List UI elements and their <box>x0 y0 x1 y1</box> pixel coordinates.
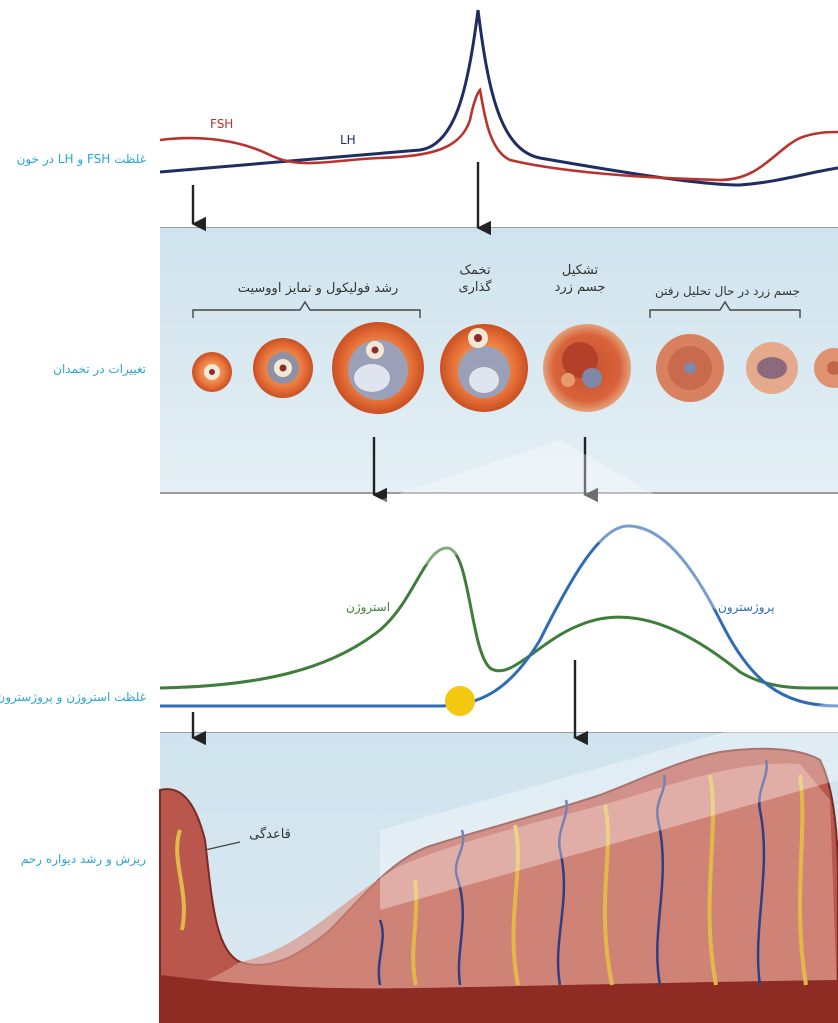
label-ovulation: تخمک گذاری <box>440 262 510 296</box>
corpus-luteum <box>543 324 631 412</box>
ovulating-follicle <box>440 324 528 412</box>
label-ovulation-line1: تخمک <box>440 262 510 279</box>
row-label-estrogen-progesterone: غلظت استروژن و پروژسترون <box>0 690 146 704</box>
primordial-follicle <box>192 352 232 392</box>
label-follicle-growth: رشد فولیکول و تمایز اووسیت <box>228 280 408 297</box>
label-ovulation-line2: گذاری <box>440 279 510 296</box>
estrogen-label: استروژن <box>346 600 390 614</box>
fsh-label: FSH <box>210 117 233 131</box>
progesterone-label: پروژسترون <box>718 600 774 614</box>
regressing-corpus-luteum-2 <box>746 342 798 394</box>
secondary-follicle <box>332 322 424 414</box>
label-corpus-line2: جسم زرد <box>540 279 620 296</box>
row-label-hormones-blood: غلظت FSH و LH در خون <box>17 152 146 166</box>
label-corpus-line1: تشکیل <box>540 262 620 279</box>
row-label-ovary-changes: تغییرات در تخمدان <box>53 362 146 376</box>
ovulation-marker <box>445 686 475 716</box>
label-corpus-regress: جسم زرد در حال تحلیل رفتن <box>640 283 815 300</box>
label-corpus-luteum-formation: تشکیل جسم زرد <box>540 262 620 296</box>
regressing-corpus-luteum-1 <box>656 334 724 402</box>
primary-follicle <box>253 338 313 398</box>
row-label-uterine-wall: ریزش و رشد دیواره رحم <box>21 852 146 866</box>
label-basal-layer: قاعدگی <box>240 826 300 843</box>
lh-label: LH <box>340 133 356 147</box>
fsh-curve <box>160 90 838 180</box>
